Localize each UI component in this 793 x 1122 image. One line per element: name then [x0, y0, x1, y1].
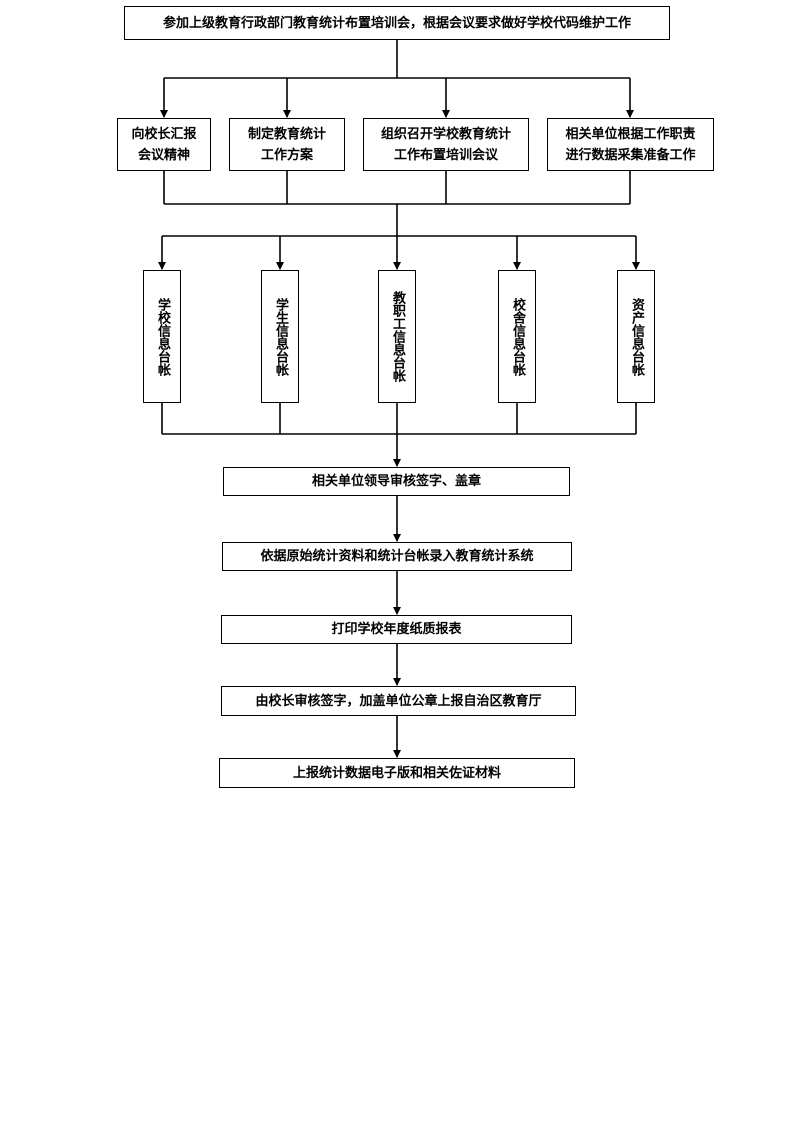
step-text: 依据原始统计资料和统计台帐录入教育统计系统 — [260, 549, 534, 564]
step-text: 上报统计数据电子版和相关佐证材料 — [292, 765, 501, 781]
step-submit-electronic: 上报统计数据电子版和相关佐证材料 — [219, 758, 575, 788]
ledger-label: 学校信息台帐 — [155, 297, 170, 376]
step2-box-line: 组织召开学校教育统计 — [380, 126, 511, 142]
step-text: 由校长审核签字，加盖单位公章上报自治区教育厅 — [255, 693, 542, 709]
step2-box-meeting: 组织召开学校教育统计 工作布置培训会议 — [363, 118, 529, 171]
ledger-building: 校舍信息台帐 — [498, 270, 536, 403]
step2-box-collection: 相关单位根据工作职责 进行数据采集准备工作 — [547, 118, 714, 171]
step-data-entry: 依据原始统计资料和统计台帐录入教育统计系统 — [222, 542, 572, 571]
step2-box-plan: 制定教育统计 工作方案 — [229, 118, 345, 171]
step2-box-line: 向校长汇报 — [131, 126, 197, 142]
ledger-asset: 资产信息台帐 — [617, 270, 655, 403]
step-text: 相关单位领导审核签字、盖章 — [311, 474, 481, 489]
ledger-staff: 教职工信息台帐 — [378, 270, 416, 403]
step2-box-line: 工作布置培训会议 — [393, 147, 498, 163]
step2-box-line: 制定教育统计 — [247, 126, 326, 142]
step2-box-line: 进行数据采集准备工作 — [565, 147, 696, 163]
step-principal-sign: 由校长审核签字，加盖单位公章上报自治区教育厅 — [221, 686, 576, 716]
step-print-report: 打印学校年度纸质报表 — [221, 615, 572, 644]
ledger-label: 校舍信息台帐 — [510, 297, 525, 376]
step2-box-report: 向校长汇报 会议精神 — [117, 118, 211, 171]
ledger-label: 资产信息台帐 — [629, 297, 644, 376]
step-leader-review: 相关单位领导审核签字、盖章 — [223, 467, 570, 496]
step-text: 打印学校年度纸质报表 — [331, 622, 462, 637]
step2-box-line: 相关单位根据工作职责 — [565, 126, 696, 142]
ledger-student: 学生信息台帐 — [261, 270, 299, 403]
step2-box-line: 工作方案 — [260, 147, 313, 163]
ledger-school: 学校信息台帐 — [143, 270, 181, 403]
top-box-text: 参加上级教育行政部门教育统计布置培训会，根据会议要求做好学校代码维护工作 — [162, 15, 631, 31]
ledger-label: 学生信息台帐 — [273, 297, 288, 376]
ledger-label: 教职工信息台帐 — [390, 291, 405, 382]
step2-box-line: 会议精神 — [137, 147, 190, 163]
top-box: 参加上级教育行政部门教育统计布置培训会，根据会议要求做好学校代码维护工作 — [124, 6, 670, 40]
